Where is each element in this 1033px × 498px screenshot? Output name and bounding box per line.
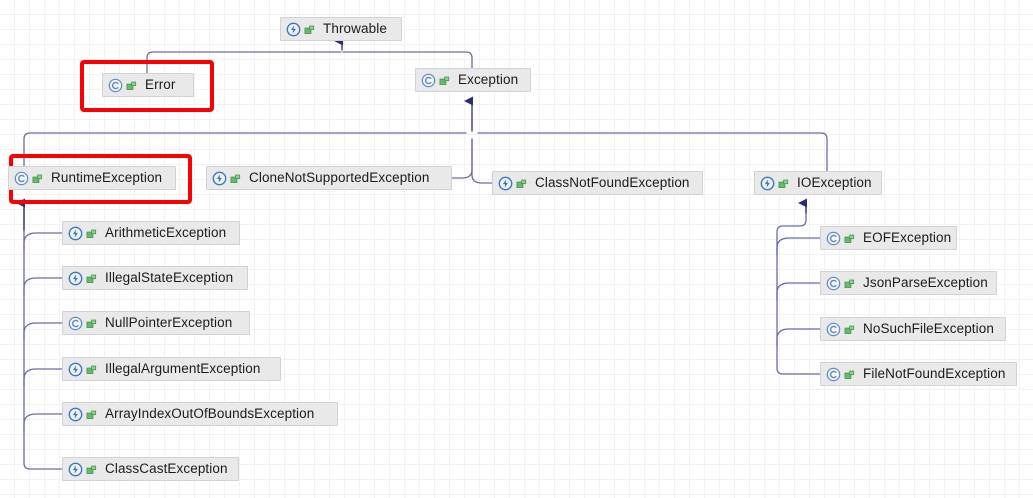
- class-node-array-index-out-of-bounds[interactable]: ArrayIndexOutOfBoundsException: [62, 402, 338, 426]
- abstract-class-icon: [68, 362, 83, 377]
- public-visibility-icon: [230, 173, 241, 184]
- public-visibility-icon: [844, 233, 855, 244]
- class-node-illegal-state-exception[interactable]: IllegalStateException: [62, 266, 248, 290]
- public-visibility-icon: [86, 464, 97, 475]
- abstract-class-icon: [760, 176, 775, 191]
- class-node-class-not-found-exception[interactable]: ClassNotFoundException: [492, 171, 703, 195]
- class-node-label: CloneNotSupportedException: [249, 170, 430, 186]
- public-visibility-icon: [86, 273, 97, 284]
- class-node-arithmetic-exception[interactable]: ArithmeticException: [62, 221, 240, 245]
- abstract-class-icon: [68, 462, 83, 477]
- class-icon: [826, 276, 841, 291]
- public-visibility-icon: [86, 409, 97, 420]
- class-node-label: ArrayIndexOutOfBoundsException: [105, 406, 315, 422]
- public-visibility-icon: [844, 324, 855, 335]
- edge-io-bus-top: [776, 205, 807, 239]
- class-node-clone-not-supported-exception[interactable]: CloneNotSupportedException: [206, 166, 452, 190]
- public-visibility-icon: [126, 80, 137, 91]
- class-icon: [826, 322, 841, 337]
- class-icon: [108, 78, 123, 93]
- class-node-exception[interactable]: Exception: [415, 68, 531, 92]
- class-node-label: RuntimeException: [51, 170, 163, 186]
- class-node-label: ClassCastException: [105, 461, 228, 477]
- class-icon: [68, 316, 83, 331]
- public-visibility-icon: [439, 75, 450, 86]
- class-node-io-exception[interactable]: IOException: [754, 171, 882, 195]
- edge-eof-to-io: [776, 237, 821, 256]
- class-node-json-parse-exception[interactable]: JsonParseException: [820, 271, 997, 295]
- class-node-label: IOException: [797, 175, 872, 191]
- class-icon: [14, 171, 29, 186]
- public-visibility-icon: [844, 278, 855, 289]
- abstract-class-icon: [68, 271, 83, 286]
- class-node-label: EOFException: [863, 230, 952, 246]
- edge-arrayindex-to-runtime: [23, 413, 63, 432]
- class-node-label: NoSuchFileException: [863, 321, 994, 337]
- class-icon: [421, 73, 436, 88]
- class-node-label: NullPointerException: [105, 315, 233, 331]
- class-icon: [826, 231, 841, 246]
- class-node-label: Error: [145, 77, 176, 93]
- class-node-file-not-found-exception[interactable]: FileNotFoundException: [820, 362, 1017, 386]
- public-visibility-icon: [516, 178, 527, 189]
- abstract-class-icon: [286, 22, 301, 37]
- class-node-error[interactable]: Error: [102, 73, 194, 97]
- edge-classnotfound-to-exception: [471, 138, 493, 184]
- edge-clone-to-exception: [451, 138, 473, 179]
- public-visibility-icon: [86, 318, 97, 329]
- edge-nullpointer-to-runtime: [23, 322, 63, 341]
- abstract-class-icon: [498, 176, 513, 191]
- edge-exception-to-throwable: [342, 51, 473, 69]
- class-node-null-pointer-exception[interactable]: NullPointerException: [62, 311, 250, 335]
- public-visibility-icon: [86, 228, 97, 239]
- public-visibility-icon: [32, 173, 43, 184]
- class-node-class-cast-exception[interactable]: ClassCastException: [62, 457, 239, 481]
- public-visibility-icon: [86, 364, 97, 375]
- edge-illegalargument-to-runtime: [23, 368, 63, 387]
- class-node-label: ClassNotFoundException: [535, 175, 690, 191]
- edge-illegalstate-to-runtime: [23, 277, 63, 296]
- public-visibility-icon: [844, 369, 855, 380]
- class-node-eof-exception[interactable]: EOFException: [820, 226, 957, 250]
- edge-nosuchfile-to-io: [776, 328, 821, 347]
- edge-io-bus: [776, 237, 821, 375]
- class-node-label: Exception: [458, 72, 519, 88]
- class-node-label: IllegalStateException: [105, 270, 234, 286]
- class-node-label: JsonParseException: [863, 275, 988, 291]
- edge-bus-exception-right: [477, 132, 828, 172]
- edge-arithmetic-to-runtime: [23, 232, 63, 251]
- edge-jsonparse-to-io: [776, 282, 821, 301]
- class-node-label: FileNotFoundException: [863, 366, 1006, 382]
- class-node-label: Throwable: [323, 21, 387, 37]
- class-node-runtime-exception[interactable]: RuntimeException: [8, 166, 176, 190]
- class-node-label: ArithmeticException: [105, 225, 227, 241]
- class-node-no-such-file-exception[interactable]: NoSuchFileException: [820, 317, 1006, 341]
- public-visibility-icon: [304, 24, 315, 35]
- class-node-label: IllegalArgumentException: [105, 361, 261, 377]
- class-node-throwable[interactable]: Throwable: [280, 17, 402, 41]
- abstract-class-icon: [68, 407, 83, 422]
- public-visibility-icon: [778, 178, 789, 189]
- edge-runtime-bus: [23, 203, 63, 470]
- abstract-class-icon: [212, 171, 227, 186]
- class-node-illegal-argument-exception[interactable]: IllegalArgumentException: [62, 357, 281, 381]
- abstract-class-icon: [68, 226, 83, 241]
- class-icon: [826, 367, 841, 382]
